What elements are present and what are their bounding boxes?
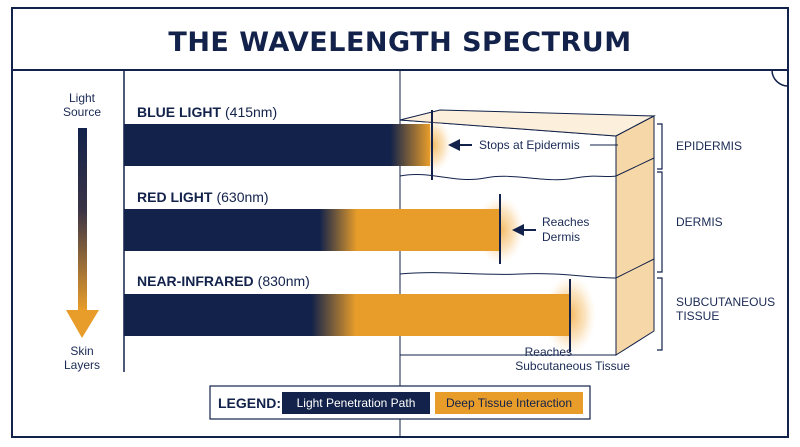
layer-label-dermis: DERMIS	[676, 215, 723, 229]
note-red-line1: Reaches	[542, 215, 589, 229]
layer-label-epidermis: EPIDERMIS	[676, 139, 742, 153]
subcutaneous-bracket	[657, 277, 663, 351]
legend-item-deep-tissue: Deep Tissue Interaction	[446, 396, 572, 410]
legend-swatch-deep-tissue	[435, 392, 583, 414]
axis-top-label-line1: Light	[69, 91, 96, 105]
legend-title: LEGEND:	[218, 395, 281, 411]
note-red-line2: Dermis	[542, 230, 580, 244]
band-label-nir: NEAR-INFRARED(830nm)	[137, 273, 310, 289]
axis-bottom-label-line2: Layers	[64, 358, 100, 372]
axis-top-label-line2: Source	[63, 105, 101, 119]
arrow-left-icon	[448, 139, 460, 151]
corner-ornament	[771, 69, 789, 87]
beam-red	[124, 209, 500, 251]
note-nir-line2: Subcutaneous Tissue	[515, 359, 630, 373]
arrow-left-icon	[512, 224, 524, 236]
axis-gradient-bar	[78, 128, 87, 310]
skin-side-face	[615, 115, 655, 356]
beam-nir	[124, 294, 570, 336]
epidermis-bracket	[657, 123, 663, 170]
note-nir-line1: Reaches	[525, 345, 572, 359]
note-blue: Stops at Epidermis	[479, 138, 580, 152]
band-red-light: RED LIGHT(630nm) Reaches Dermis	[124, 189, 589, 264]
epidermis-boundary	[399, 157, 655, 181]
arrow-down-icon	[66, 310, 99, 338]
layer-label-subcutaneous-line1: SUBCUTANEOUS	[676, 295, 775, 309]
legend-item-penetration: Light Penetration Path	[297, 396, 416, 410]
layer-label-subcutaneous-line2: TISSUE	[676, 309, 719, 323]
axis-bottom-label-line1: Skin	[70, 344, 93, 358]
page-title: THE WAVELENGTH SPECTRUM	[168, 27, 631, 58]
dermis-bracket	[657, 171, 663, 273]
band-blue-light: BLUE LIGHT(415nm) Stops at Epidermis	[124, 104, 618, 180]
legend-swatch-penetration	[282, 392, 430, 414]
band-near-infrared: NEAR-INFRARED(830nm) Reaches Subcutaneou…	[124, 273, 630, 373]
band-label-red: RED LIGHT(630nm)	[137, 189, 269, 205]
band-label-blue: BLUE LIGHT(415nm)	[137, 104, 277, 120]
beam-blue	[124, 124, 430, 166]
legend: LEGEND: Light Penetration Path Deep Tiss…	[209, 385, 591, 420]
dermis-boundary	[399, 258, 655, 279]
